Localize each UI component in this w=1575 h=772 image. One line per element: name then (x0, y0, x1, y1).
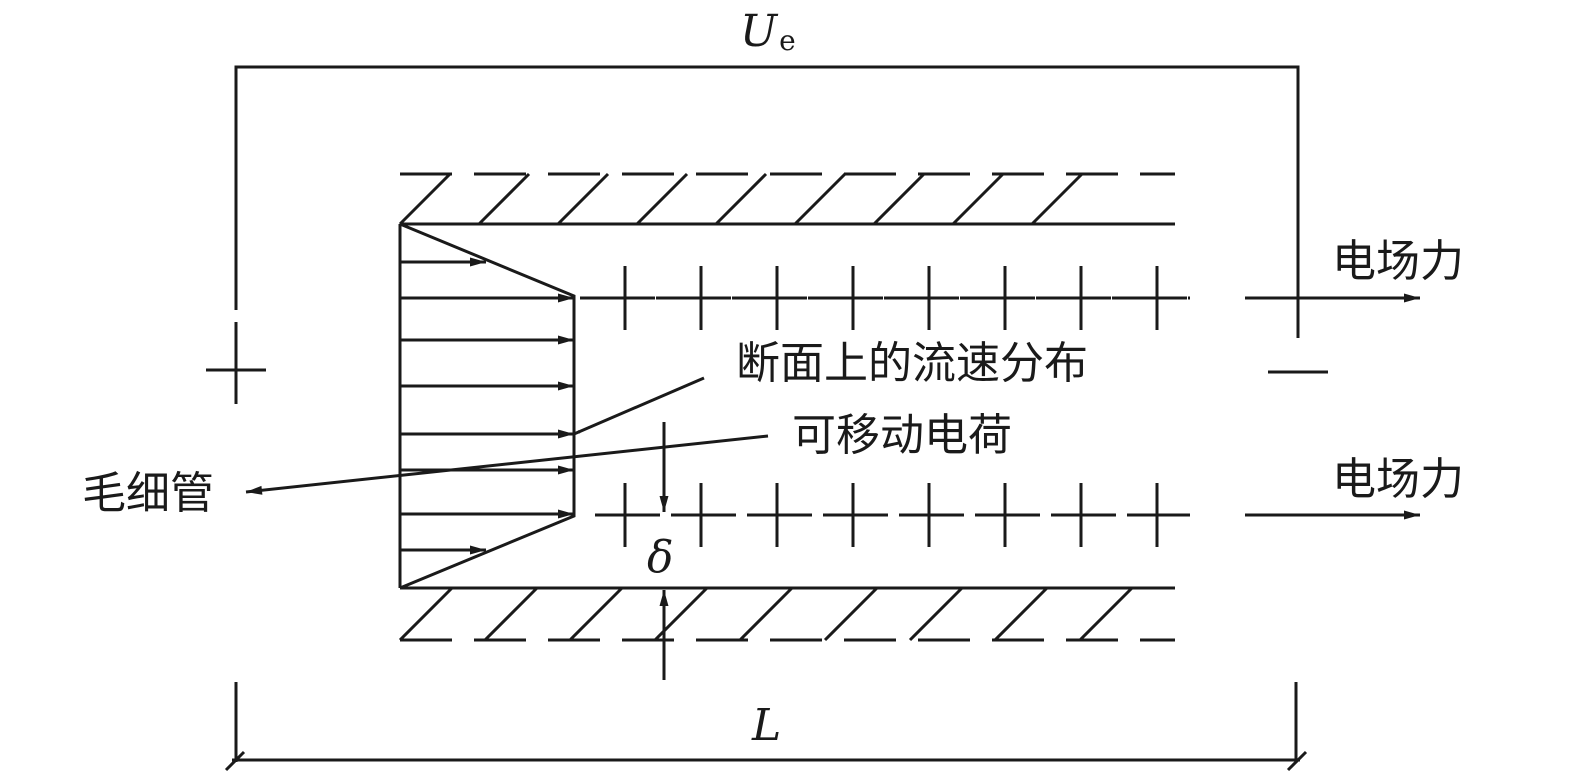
hatch-stroke (483, 586, 539, 642)
hatch-stroke (635, 172, 689, 226)
hatch-stroke (738, 586, 794, 642)
hatch-stroke (951, 172, 1005, 226)
charge-layer-bottom (595, 483, 1190, 547)
voltage-label: Ue (740, 6, 796, 57)
hatch-stroke (398, 586, 454, 642)
hatch-stroke (398, 172, 452, 226)
hatch-stroke (568, 586, 624, 642)
hatch-stroke (872, 172, 926, 226)
capillary-wall-top (398, 172, 1175, 226)
capillary-wall-bottom (398, 586, 1175, 642)
velocity-profile (398, 222, 576, 590)
length-dimension (224, 682, 1308, 772)
leader-capillary (245, 434, 769, 495)
hatch-stroke (793, 172, 847, 226)
velocity-arrows (400, 257, 574, 555)
mobile-charge-label: 可移动电荷 (792, 410, 1012, 461)
delta-label: δ (647, 532, 674, 583)
hatch-stroke (1078, 586, 1134, 642)
length-label: L (751, 700, 781, 751)
hatch-stroke (823, 586, 879, 642)
hatch-stroke (556, 172, 610, 226)
electric-force-label-top: 电场力 (1332, 236, 1464, 287)
circuit-wire (234, 65, 1300, 338)
hatch-stroke (993, 586, 1049, 642)
hatch-stroke (1030, 172, 1084, 226)
charge-layer-top (580, 266, 1190, 330)
hatch-stroke (477, 172, 531, 226)
wall-hatching-top (398, 172, 1084, 226)
hatch-stroke (714, 172, 768, 226)
hatch-stroke (908, 586, 964, 642)
electric-force-label-bottom: 电场力 (1332, 454, 1464, 505)
capillary-label: 毛细管 (82, 468, 214, 519)
velocity-distribution-label: 断面上的流速分布 (736, 338, 1088, 389)
positive-terminal-symbol (206, 322, 266, 404)
leader-velocity-distribution (573, 376, 705, 436)
wall-hatching-bottom (398, 586, 1134, 642)
